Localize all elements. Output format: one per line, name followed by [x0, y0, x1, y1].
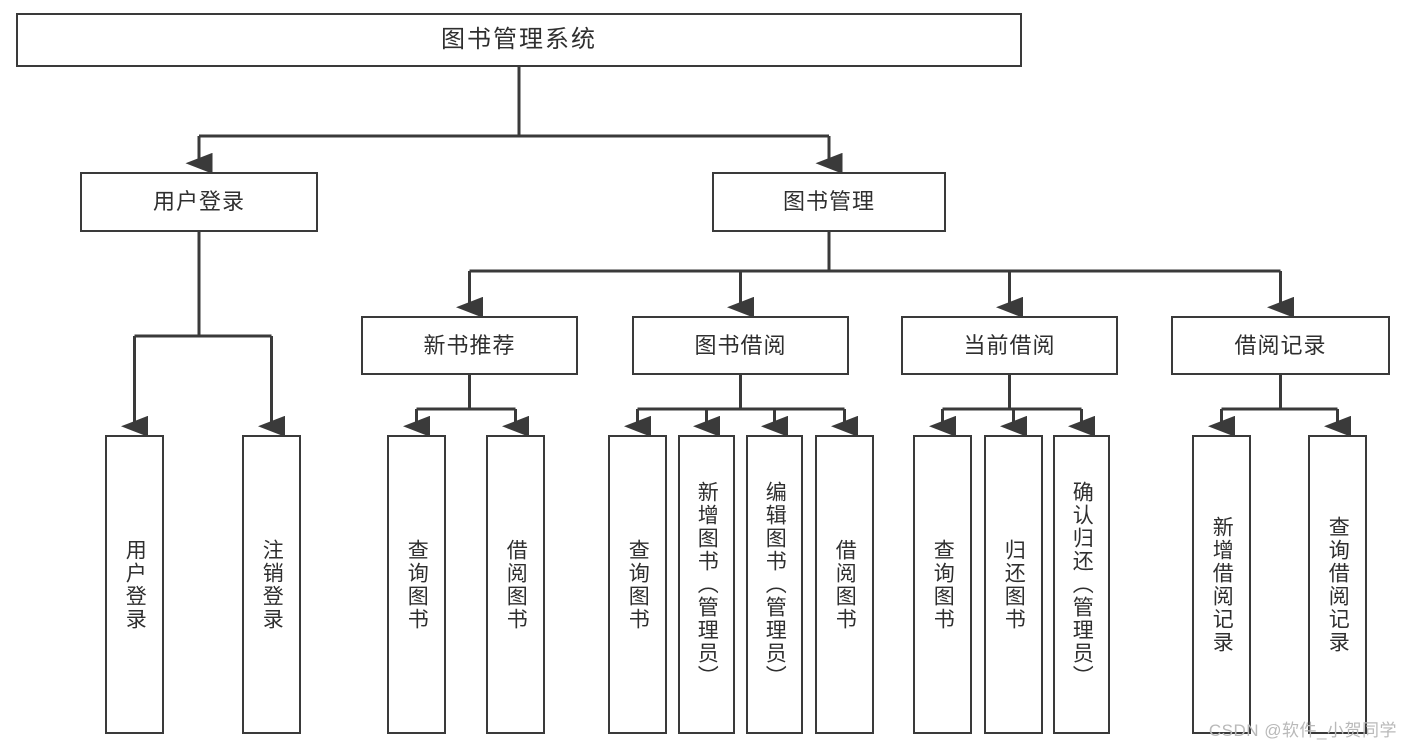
node-label: 用户登录 — [123, 538, 147, 631]
node-current-borrow[interactable]: 当前借阅 — [901, 316, 1118, 375]
node-label: 当前借阅 — [963, 332, 1056, 358]
node-label: 查询图书 — [931, 538, 955, 631]
node-leaf-borrow-book[interactable]: 借阅图书 — [815, 435, 874, 734]
node-label: 查询图书 — [626, 538, 650, 631]
csdn-watermark: CSDN @软件_小贺同学 — [1208, 721, 1397, 740]
node-label: 用户登录 — [152, 189, 245, 215]
node-label: 图书借阅 — [694, 332, 787, 358]
node-label: 编辑图书（管理员） — [763, 481, 787, 688]
node-leaf-confirm-return[interactable]: 确认归还（管理员） — [1053, 435, 1110, 734]
node-label: 查询借阅记录 — [1326, 515, 1350, 654]
node-label: 新增图书（管理员） — [695, 481, 719, 688]
node-leaf-borrow-book-rec[interactable]: 借阅图书 — [486, 435, 545, 734]
node-leaf-user-login[interactable]: 用户登录 — [105, 435, 164, 734]
node-label: 查询图书 — [405, 538, 429, 631]
node-leaf-add-record[interactable]: 新增借阅记录 — [1192, 435, 1251, 734]
node-new-book-recommend[interactable]: 新书推荐 — [361, 316, 578, 375]
node-label: 新书推荐 — [423, 332, 516, 358]
node-borrow-record[interactable]: 借阅记录 — [1171, 316, 1390, 375]
node-leaf-edit-book[interactable]: 编辑图书（管理员） — [746, 435, 803, 734]
node-book-manage[interactable]: 图书管理 — [712, 172, 946, 232]
node-leaf-return-book[interactable]: 归还图书 — [984, 435, 1043, 734]
node-leaf-query-book-borrow[interactable]: 查询图书 — [608, 435, 667, 734]
node-label: 归还图书 — [1002, 538, 1026, 631]
node-label: 注销登录 — [260, 538, 284, 631]
node-label: 借阅图书 — [504, 538, 528, 631]
node-leaf-query-record[interactable]: 查询借阅记录 — [1308, 435, 1367, 734]
node-label: 借阅记录 — [1234, 332, 1327, 358]
node-leaf-query-book-rec[interactable]: 查询图书 — [387, 435, 446, 734]
node-label: 图书管理 — [782, 189, 875, 215]
node-leaf-add-book[interactable]: 新增图书（管理员） — [678, 435, 735, 734]
node-user-login[interactable]: 用户登录 — [80, 172, 318, 232]
node-label: 确认归还（管理员） — [1070, 481, 1094, 688]
node-book-borrow[interactable]: 图书借阅 — [632, 316, 849, 375]
node-leaf-query-book-cur[interactable]: 查询图书 — [913, 435, 972, 734]
node-leaf-user-logout[interactable]: 注销登录 — [242, 435, 301, 734]
node-label: 借阅图书 — [833, 538, 857, 631]
node-label: 图书管理系统 — [441, 26, 597, 54]
node-root[interactable]: 图书管理系统 — [16, 13, 1022, 67]
node-label: 新增借阅记录 — [1210, 515, 1234, 654]
